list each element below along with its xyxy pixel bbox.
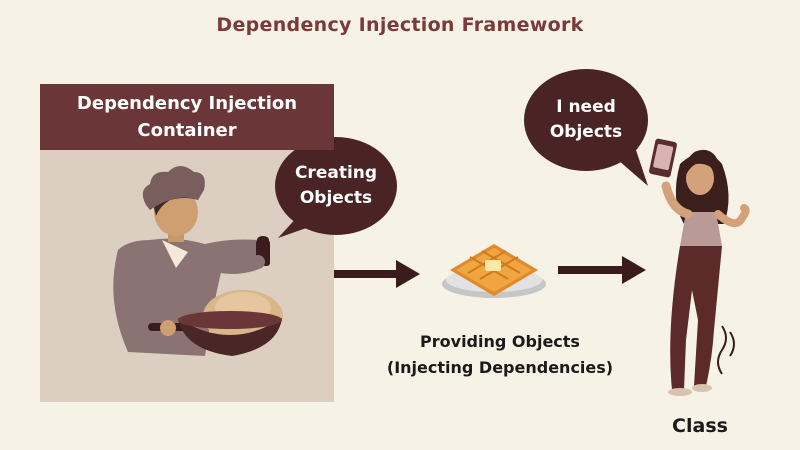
need-bubble (524, 69, 648, 171)
need-objects-text: I need Objects (549, 97, 623, 142)
class-label: Class (672, 415, 728, 437)
creating-objects-text: Creating Objects (294, 163, 378, 208)
chef-illustration (113, 166, 283, 356)
injecting-dependencies-label: (Injecting Dependencies) (386, 358, 614, 377)
diagram-title: Dependency Injection Framework (216, 14, 584, 36)
arrow-to-class (558, 256, 646, 284)
container-header: Dependency Injection Container (40, 84, 334, 150)
woman-illustration (649, 138, 750, 396)
waffle-icon (442, 244, 546, 298)
providing-objects-label: Providing Objects (420, 332, 580, 351)
arrow-to-waffle (334, 260, 420, 288)
creating-bubble (275, 137, 397, 235)
